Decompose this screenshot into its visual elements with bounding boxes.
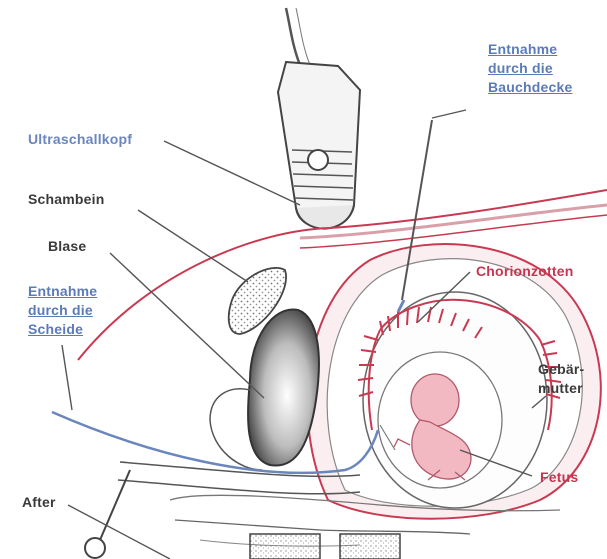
- label-vaginal-sampling[interactable]: Entnahme durch die Scheide: [28, 282, 97, 339]
- label-chorionic-villi: Chorionzotten: [476, 262, 573, 281]
- ultrasound-probe-icon: [278, 62, 360, 229]
- label-ultrasound-head: Ultraschallkopf: [28, 130, 132, 149]
- label-bladder: Blase: [48, 237, 86, 256]
- label-uterus-line1: Gebär-: [538, 360, 584, 379]
- bladder: [248, 310, 319, 466]
- label-pubic-bone: Schambein: [28, 190, 105, 209]
- label-abdominal-sampling-line3: Bauchdecke: [488, 78, 572, 97]
- label-uterus: Gebär- mutter: [538, 360, 584, 398]
- label-anus: After: [22, 493, 56, 512]
- label-vaginal-sampling-line3: Scheide: [28, 320, 97, 339]
- label-fetus: Fetus: [540, 468, 578, 487]
- label-vaginal-sampling-line2: durch die: [28, 301, 97, 320]
- label-uterus-line2: mutter: [538, 379, 584, 398]
- label-abdominal-sampling[interactable]: Entnahme durch die Bauchdecke: [488, 40, 572, 97]
- label-vaginal-sampling-line1: Entnahme: [28, 282, 97, 301]
- label-abdominal-sampling-line1: Entnahme: [488, 40, 572, 59]
- label-abdominal-sampling-line2: durch die: [488, 59, 572, 78]
